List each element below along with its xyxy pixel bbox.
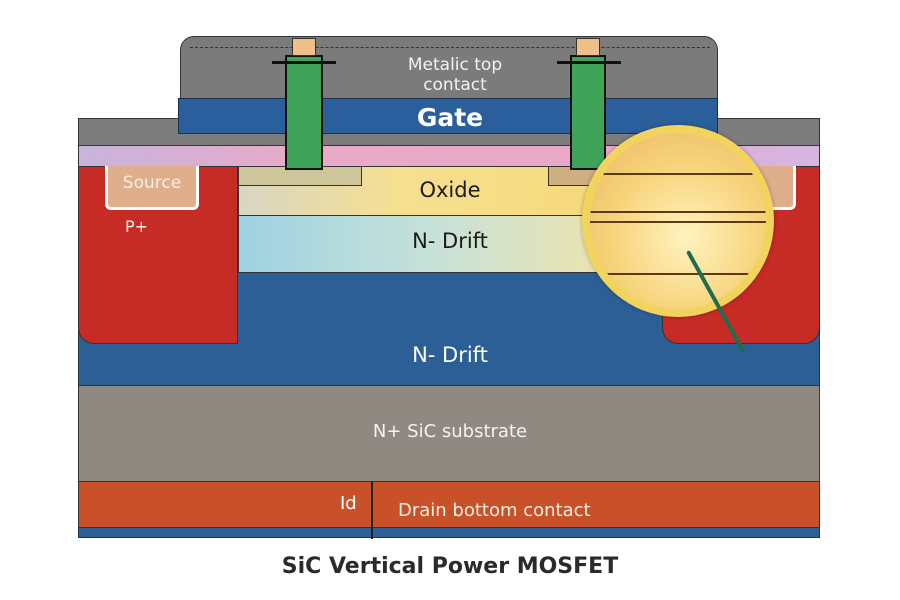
metal-top-label-2: contact [423,75,487,95]
via-cap-right [576,38,600,56]
oxide-label: Oxide [419,178,481,202]
n-drift-label: N- Drift [412,343,488,367]
diagram-title: SiC Vertical Power MOSFET [281,554,619,579]
source-left [105,166,199,210]
metal-top-label: Metalic top [407,55,503,75]
substrate-layer [78,385,820,482]
via-cap-left [292,38,316,56]
via-bracket-left [272,61,336,64]
via-right [570,55,606,170]
id-label: Id [340,493,357,514]
gate-label: Gate [416,103,484,132]
via-left [285,55,323,170]
n-drift-upper-label: N- Drift [412,229,488,253]
source-label: Source [122,173,182,193]
dashed-line [190,47,710,48]
gate-electrode [178,98,718,134]
drain-label: Drain bottom contact [398,500,591,521]
p-plus-label: P+ [125,217,149,236]
via-bracket-right [557,61,621,64]
substrate-label: N+ SiC substrate [372,421,528,442]
drain-base-bar [78,527,820,538]
magnifier-lens [582,125,774,317]
id-arrow-line [371,481,373,539]
n-drift-upper [238,215,638,273]
